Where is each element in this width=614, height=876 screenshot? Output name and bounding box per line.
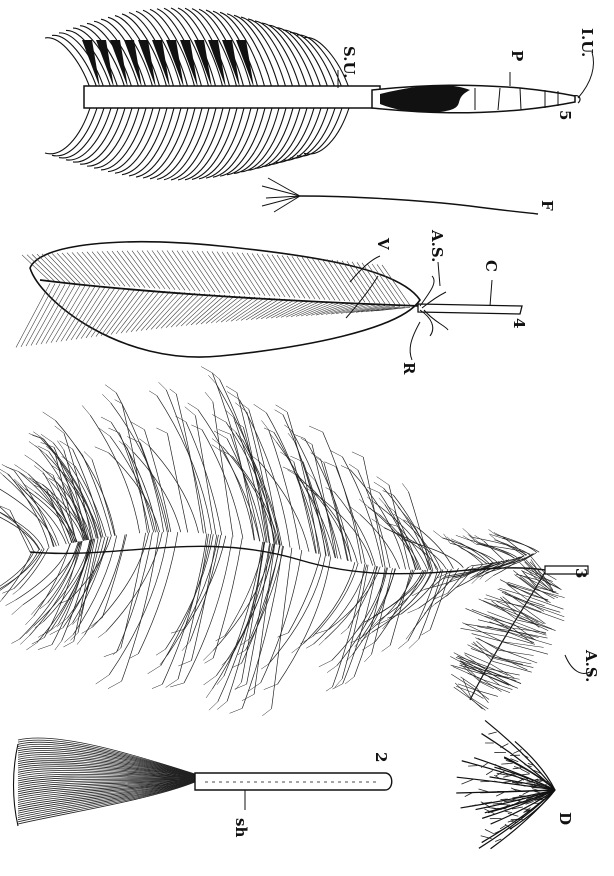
quill-shaft xyxy=(84,86,380,108)
figure-number: 2 xyxy=(372,752,390,762)
contour-feather-figure: V A.S. C R 4 xyxy=(16,229,528,375)
filoplume-shaft xyxy=(300,196,538,214)
label-filoplume: F xyxy=(538,200,556,211)
label-vane: V xyxy=(374,237,392,250)
pin-feather-sheath xyxy=(195,773,392,790)
downy-plume-drawing xyxy=(0,367,539,716)
filoplume-figure: F xyxy=(262,178,556,214)
label-rachis: R xyxy=(400,362,418,375)
label-aftershaft-contour: A.S. xyxy=(428,229,446,262)
downy-aftershaft-drawing xyxy=(450,554,564,711)
quill-base-figure: S.U. P I.U. 5 xyxy=(45,8,596,180)
down-figure: D xyxy=(456,720,574,848)
label-inferior-umbilicus: I.U. xyxy=(578,28,596,57)
downy-feather-figure: 3 A.S. xyxy=(0,367,600,716)
pin-feather-tuft xyxy=(14,738,196,826)
figure-number: 3 xyxy=(572,568,590,578)
label-superior-umbilicus: S.U. xyxy=(340,46,358,78)
contour-calamus xyxy=(418,304,522,314)
figure-number: 5 xyxy=(556,110,574,120)
label-calamus: C xyxy=(482,260,500,272)
pin-feather-figure: sh 2 xyxy=(14,738,392,837)
label-pith: P xyxy=(508,50,526,61)
label-sheath: sh xyxy=(232,818,250,837)
label-aftershaft-downy: A.S. xyxy=(582,649,600,682)
figure-number: 4 xyxy=(510,318,528,328)
label-down: D xyxy=(556,812,574,825)
down-tuft-drawing xyxy=(456,720,555,848)
